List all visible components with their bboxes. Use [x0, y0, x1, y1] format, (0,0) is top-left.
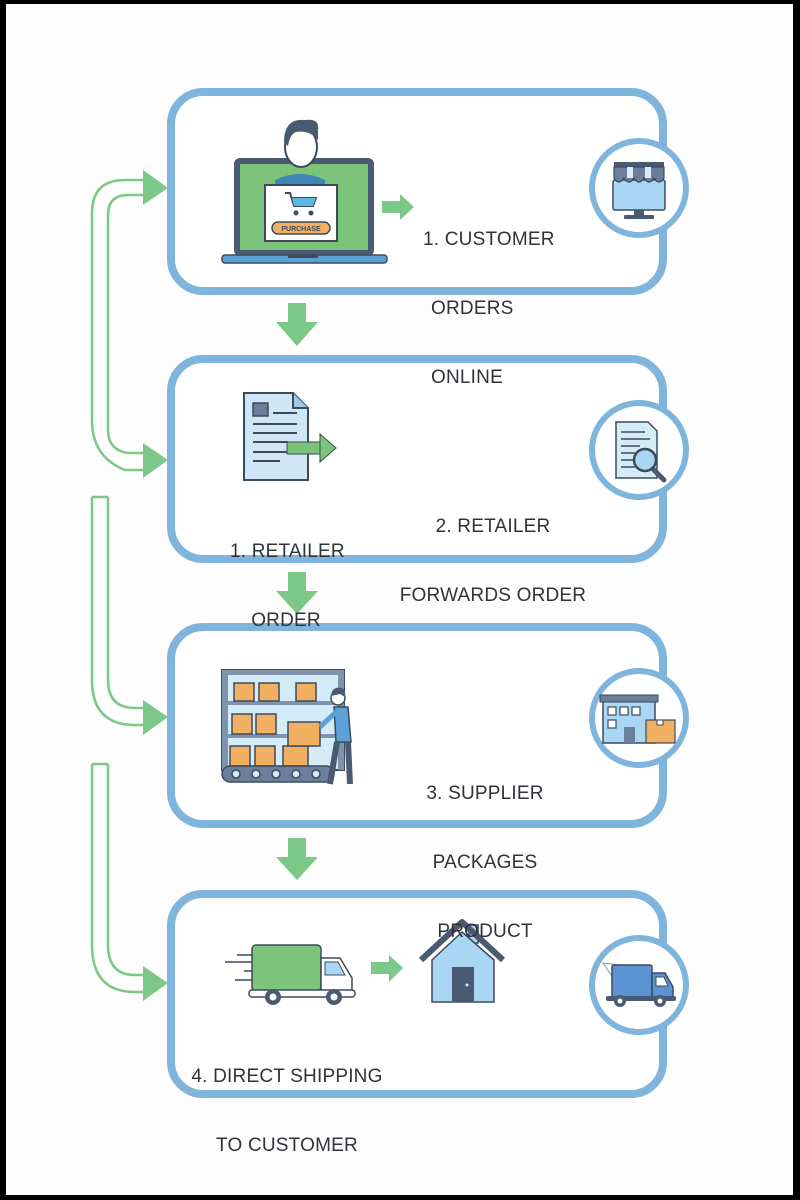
- warehouse-building-icon: [599, 694, 676, 744]
- document-search-icon: [615, 421, 667, 483]
- badge-warehouse: [589, 668, 689, 768]
- step-1-label-line: 1. CUSTOMER: [423, 229, 555, 250]
- right-arrow-icon: [371, 955, 403, 982]
- storefront-monitor-icon: [612, 162, 666, 219]
- step-3-label: 3. SUPPLIER PACKAGES PRODUCT: [415, 736, 555, 966]
- house-icon: [418, 919, 506, 1003]
- fast-delivery-truck-icon: [601, 962, 676, 1007]
- side-arrow-step2-to-step3: [90, 495, 168, 735]
- step-1-label-line: ORDERS: [431, 298, 514, 319]
- laptop-shopping-icon: PURCHASE: [221, 119, 388, 264]
- badge-fast-delivery: [589, 935, 689, 1035]
- step-3-label-line: PRODUCT: [437, 921, 533, 942]
- right-arrow-icon: [382, 194, 414, 220]
- step-4-label-line: TO CUSTOMER: [216, 1135, 358, 1156]
- down-arrow-icon: [276, 572, 318, 614]
- step-1-label: 1. CUSTOMER ORDERS ONLINE: [423, 182, 555, 412]
- document-forward-icon: [243, 392, 337, 481]
- step-3-label-line: PACKAGES: [432, 852, 538, 873]
- down-arrow-icon: [276, 838, 318, 880]
- badge-storefront: [589, 138, 689, 238]
- step-2-sub-label-line: 1. RETAILER: [230, 541, 345, 562]
- purchase-button-label: PURCHASE: [281, 226, 321, 233]
- warehouse-worker-icon: [221, 669, 353, 785]
- step-2-sub-label: 1. RETAILER ORDER: [230, 494, 345, 655]
- step-2-label-line: FORWARDS ORDER: [399, 585, 587, 606]
- step-2-label-line: 2. RETAILER: [435, 516, 551, 537]
- badge-document-search: [589, 400, 689, 500]
- side-arrow-step3-to-step4: [90, 762, 168, 1001]
- step-4-label-line: 4. DIRECT SHIPPING: [191, 1066, 383, 1087]
- step-2-label: 2. RETAILER FORWARDS ORDER: [398, 469, 588, 630]
- step-4-label: 4. DIRECT SHIPPING TO CUSTOMER: [187, 1019, 387, 1180]
- step-1-label-line: ONLINE: [431, 367, 503, 388]
- step-3-label-line: 3. SUPPLIER: [426, 783, 544, 804]
- delivery-truck-icon: [225, 944, 356, 1005]
- step-2-sub-label-line: ORDER: [251, 610, 321, 631]
- down-arrow-icon: [276, 303, 318, 346]
- loop-arrow-step2-to-step1: [90, 170, 168, 478]
